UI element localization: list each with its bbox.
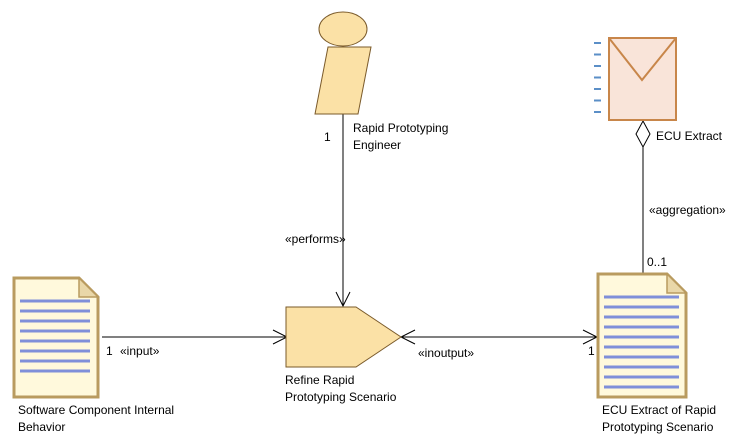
person-role-icon [314,11,372,115]
input-stereotype: «input» [120,344,160,358]
aggregation-stereotype: «aggregation» [649,203,726,217]
input-artifact-node[interactable]: 1 Software Component Internal Behavior [12,276,174,434]
aggregation-multiplicity: 0..1 [647,255,667,269]
output-artifact-node[interactable]: 1 0..1 ECU Extract of Rapid Prototyping … [588,255,716,434]
role-name-line1: Rapid Prototyping [353,121,448,135]
ecu-extract-node[interactable]: ECU Extract [594,37,723,143]
document-icon [12,276,100,399]
output-artifact-name-line2: Prototyping Scenario [602,420,714,434]
performs-stereotype: «performs» [285,232,346,246]
task-node[interactable]: Refine Rapid Prototyping Scenario [285,306,402,404]
inoutput-stereotype: «inoutput» [418,346,474,360]
input-multiplicity: 1 [106,344,113,358]
role-multiplicity: 1 [324,130,331,144]
output-artifact-name-line1: ECU Extract of Rapid [602,403,716,417]
aggregation-connector[interactable] [635,119,651,273]
envelope-icon [594,37,677,121]
task-name-line2: Prototyping Scenario [285,390,397,404]
input-artifact-name-line2: Behavior [18,420,65,434]
inoutput-connector[interactable] [399,329,599,345]
performs-connector[interactable] [335,114,351,308]
input-connector[interactable] [102,329,289,345]
document-icon [596,272,688,399]
aggregation-diamond [635,119,651,149]
ecu-extract-name: ECU Extract [656,129,723,143]
task-name-line1: Refine Rapid [285,373,354,387]
task-pentagon-icon [285,306,402,368]
role-name-line2: Engineer [353,138,401,152]
inoutput-multiplicity: 1 [588,344,595,358]
role-node[interactable]: 1 Rapid Prototyping Engineer [314,11,448,152]
input-artifact-name-line1: Software Component Internal [18,403,174,417]
